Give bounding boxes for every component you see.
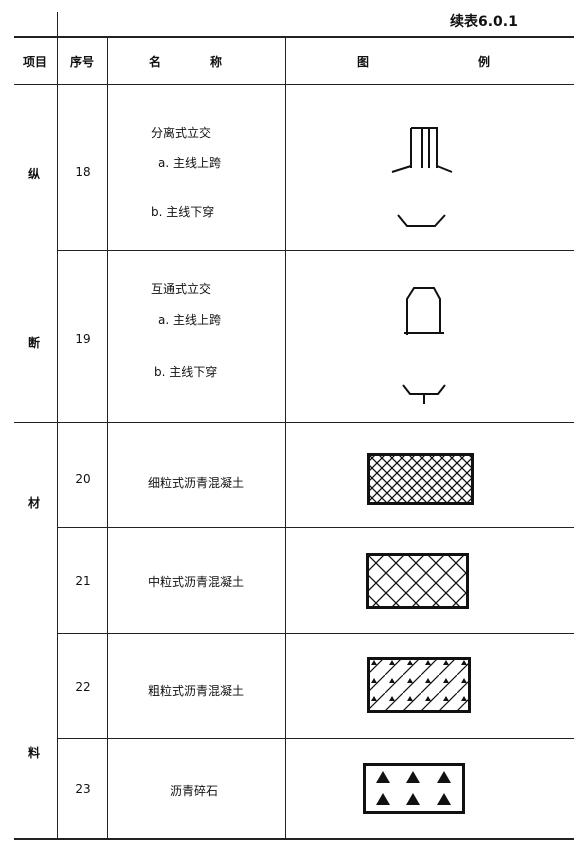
- header-rule: [14, 84, 574, 85]
- column-divider: [57, 36, 58, 840]
- coarse-asphalt-hatch-icon: [367, 657, 471, 713]
- fine-asphalt-hatch-icon: [367, 453, 474, 505]
- row-name: 中粒式沥青混凝土: [147, 575, 245, 589]
- group-label: 纵: [28, 167, 41, 181]
- row-seq: 20: [75, 472, 91, 486]
- header-item: 项目: [22, 55, 48, 69]
- table-border: [57, 12, 58, 36]
- row-title: 分离式立交: [151, 126, 212, 140]
- row-seq: 19: [75, 332, 91, 346]
- row-seq: 21: [75, 574, 91, 588]
- row-seq: 23: [75, 782, 91, 796]
- row-option-b: b. 主线下穿: [151, 205, 215, 219]
- row-name: 粗粒式沥青混凝土: [147, 684, 245, 698]
- row-divider: [57, 633, 574, 634]
- group-label: 料: [28, 746, 41, 760]
- row-option-a: a. 主线上跨: [158, 313, 221, 327]
- header-seq: 序号: [69, 55, 95, 69]
- row-name: 沥青碎石: [169, 784, 219, 798]
- underpass-symbol-icon: [397, 214, 446, 227]
- asphalt-macadam-symbol-icon: [363, 763, 465, 814]
- row-option-a: a. 主线上跨: [158, 156, 221, 170]
- row-divider: [57, 250, 574, 251]
- table-caption: 续表6.0.1: [450, 14, 518, 30]
- section-divider: [14, 422, 574, 423]
- interchange-underpass-icon: [402, 384, 446, 404]
- table-top-rule: [14, 36, 574, 38]
- row-divider: [57, 738, 574, 739]
- row-seq: 18: [75, 165, 91, 179]
- medium-asphalt-hatch-icon: [366, 553, 469, 609]
- row-divider: [57, 527, 574, 528]
- row-option-b: b. 主线下穿: [154, 365, 218, 379]
- table-bottom-rule: [14, 838, 574, 840]
- row-name: 细粒式沥青混凝土: [147, 476, 245, 490]
- overpass-symbol-icon: [391, 127, 453, 173]
- header-name-1: 名: [149, 55, 162, 69]
- header-legend-1: 图: [357, 55, 370, 69]
- header-legend-2: 例: [478, 55, 491, 69]
- row-title: 互通式立交: [151, 282, 212, 296]
- group-label: 材: [28, 496, 41, 510]
- interchange-overpass-icon: [404, 287, 444, 335]
- row-seq: 22: [75, 680, 91, 694]
- column-divider: [107, 36, 108, 840]
- group-label: 断: [28, 336, 41, 350]
- column-divider: [285, 36, 286, 840]
- header-name-2: 称: [210, 55, 223, 69]
